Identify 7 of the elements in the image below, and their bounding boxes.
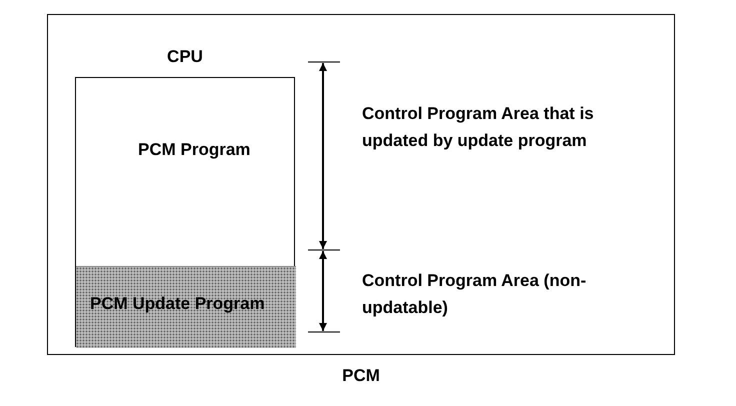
area-annotation: Control Program Area (non-updatable) (362, 270, 588, 319)
block-title: CPU (166, 47, 204, 67)
block-title: PCM (341, 366, 381, 386)
area-annotation: Control Program Area that is updated by update program (362, 103, 595, 152)
shaded-memory-region (76, 266, 296, 348)
region-label: PCM Program (138, 139, 252, 161)
region-label: PCM Update Program (90, 293, 266, 315)
